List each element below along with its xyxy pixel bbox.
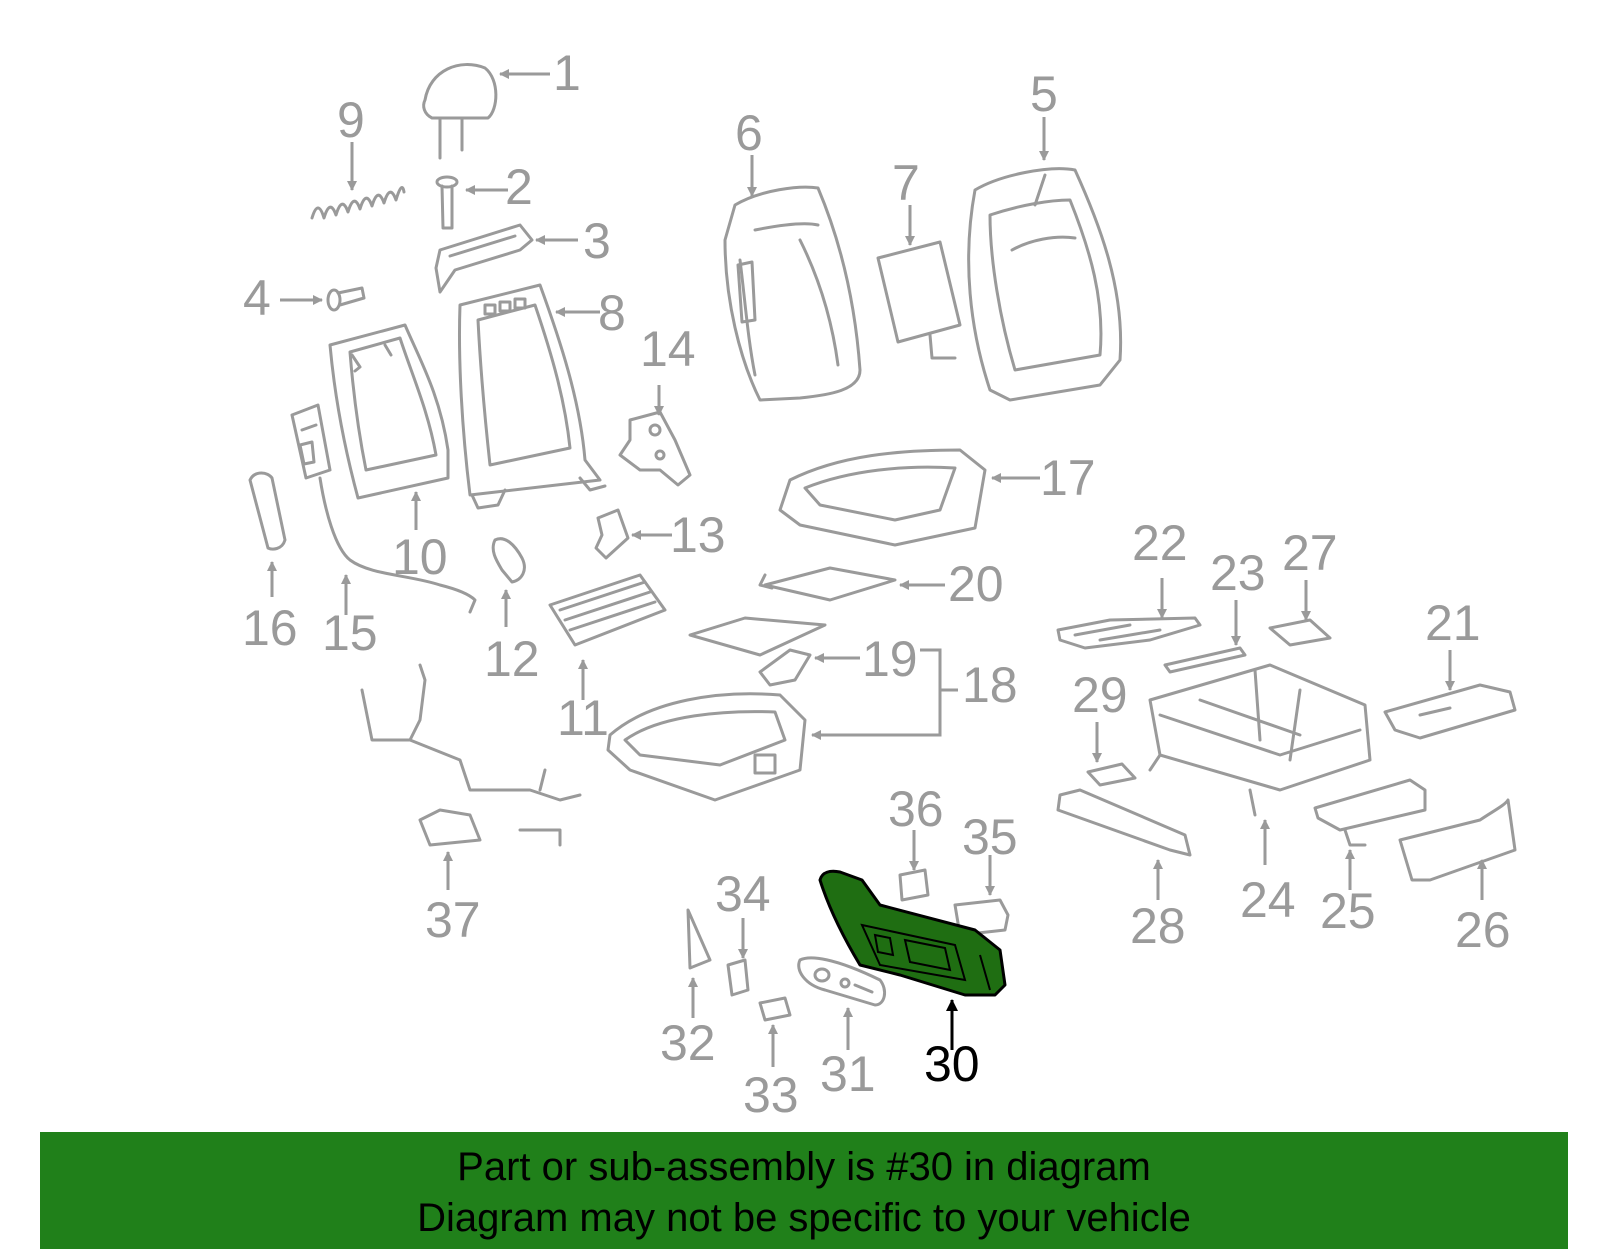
part-16-trim bbox=[248, 471, 287, 551]
callout-34: 34 bbox=[715, 866, 771, 922]
banner-line-1: Part or sub-assembly is #30 in diagram bbox=[457, 1145, 1151, 1189]
part-19-sensor bbox=[688, 616, 827, 687]
part-36-clip bbox=[898, 868, 930, 902]
callout-1: 1 bbox=[553, 45, 581, 101]
part-10-back-panel bbox=[328, 323, 450, 500]
callout-17: 17 bbox=[1040, 450, 1096, 506]
part-12-trim bbox=[491, 537, 526, 584]
callout-26: 26 bbox=[1455, 902, 1511, 958]
part-13-cover bbox=[594, 508, 630, 560]
callout-3: 3 bbox=[583, 213, 611, 269]
callout-27: 27 bbox=[1282, 525, 1338, 581]
callout-18: 18 bbox=[962, 657, 1018, 713]
callout-28: 28 bbox=[1130, 898, 1186, 954]
callout-23: 23 bbox=[1210, 545, 1266, 601]
callout-2: 2 bbox=[505, 159, 533, 215]
callout-21: 21 bbox=[1425, 595, 1481, 651]
callout-36: 36 bbox=[888, 781, 944, 837]
callout-22: 22 bbox=[1132, 515, 1188, 571]
part-33-switch bbox=[758, 996, 792, 1022]
part-21-trim bbox=[1383, 683, 1517, 740]
part-30-side-panel-highlighted[interactable] bbox=[818, 869, 1007, 997]
part-34-knob bbox=[726, 958, 750, 997]
banner-line-2: Diagram may not be specific to your vehi… bbox=[417, 1196, 1191, 1240]
callout-24: 24 bbox=[1240, 872, 1296, 928]
callout-15: 15 bbox=[322, 605, 378, 661]
part-17-cushion bbox=[778, 448, 987, 547]
part-7-pad bbox=[876, 240, 962, 360]
callout-30-highlighted: 30 bbox=[924, 1036, 980, 1092]
callout-33: 33 bbox=[743, 1067, 799, 1123]
callout-9: 9 bbox=[337, 92, 365, 148]
callout-12: 12 bbox=[484, 631, 540, 687]
part-26-side-shield bbox=[1398, 798, 1517, 882]
info-banner: Part or sub-assembly is #30 in diagram D… bbox=[40, 1132, 1568, 1249]
part-18-cushion-frame bbox=[606, 692, 807, 802]
callout-13: 13 bbox=[670, 507, 726, 563]
part-5-seatback bbox=[967, 167, 1123, 402]
part-24-seat-track bbox=[1148, 663, 1372, 817]
callout-5: 5 bbox=[1030, 66, 1058, 122]
part-2-guide bbox=[435, 175, 459, 230]
callout-7: 7 bbox=[892, 155, 920, 211]
part-8-frame bbox=[458, 283, 607, 510]
part-1-headrest bbox=[422, 63, 498, 160]
callout-16: 16 bbox=[242, 600, 298, 656]
part-20-mat bbox=[758, 566, 897, 602]
part-14-bracket bbox=[618, 410, 692, 487]
callout-11: 11 bbox=[557, 690, 609, 746]
part-27-clip bbox=[1268, 618, 1332, 647]
part-11-adjuster bbox=[548, 573, 667, 647]
callout-8: 8 bbox=[598, 285, 626, 341]
seat-parts-diagram: 1 2 3 4 9 10 15 16 bbox=[242, 45, 1517, 1123]
callout-20: 20 bbox=[948, 556, 1004, 612]
part-31-switch-bezel bbox=[797, 956, 887, 1007]
part-4-bolt bbox=[326, 286, 366, 312]
part-28-cover bbox=[1056, 788, 1192, 857]
callout-35: 35 bbox=[962, 809, 1018, 865]
callout-25: 25 bbox=[1320, 883, 1376, 939]
callout-31: 31 bbox=[820, 1046, 876, 1102]
part-9-spring bbox=[310, 186, 406, 220]
callout-4: 4 bbox=[243, 270, 271, 326]
part-23-rod bbox=[1163, 646, 1247, 674]
callout-6: 6 bbox=[735, 105, 763, 161]
part-25-bracket bbox=[1313, 778, 1427, 847]
part-6-seatback-cover bbox=[723, 185, 862, 402]
callout-32: 32 bbox=[660, 1015, 716, 1071]
callout-29: 29 bbox=[1072, 667, 1128, 723]
part-22-rails bbox=[1056, 616, 1202, 650]
part-3-bracket bbox=[434, 223, 534, 294]
part-29-pad bbox=[1086, 762, 1137, 787]
callout-14: 14 bbox=[640, 321, 696, 377]
callout-37: 37 bbox=[425, 892, 481, 948]
part-15-module-harness bbox=[290, 403, 477, 614]
callout-19: 19 bbox=[862, 631, 918, 687]
part-32-trim bbox=[686, 908, 712, 970]
part-37-harness bbox=[360, 663, 582, 847]
